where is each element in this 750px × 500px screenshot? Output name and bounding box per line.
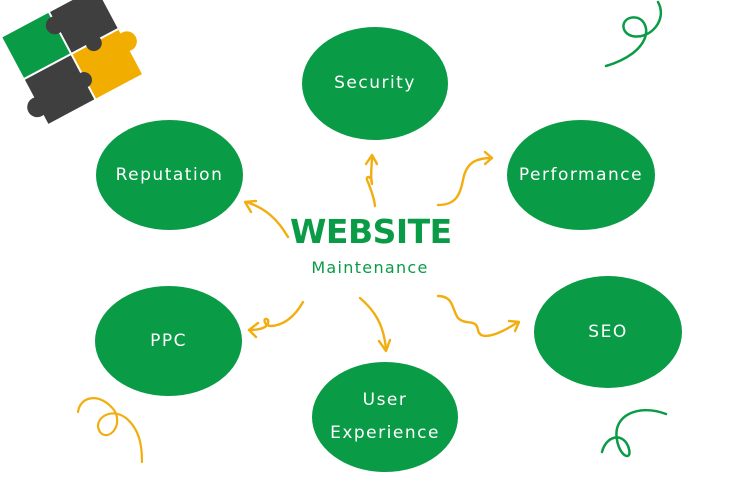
puzzle-knob <box>85 35 102 52</box>
puzzle-knob <box>75 72 92 89</box>
arrow-head <box>364 153 379 166</box>
center-subtitle: Maintenance <box>311 258 429 277</box>
arrow-to-user-experience <box>358 296 388 352</box>
node-seo[interactable]: SEO <box>534 276 682 388</box>
arrow-to-ppc <box>248 300 305 332</box>
puzzle-piece-dark-top <box>50 0 118 53</box>
arrow-head <box>243 199 258 214</box>
green-swirl-icon <box>604 0 663 68</box>
node-label: Reputation <box>115 164 224 185</box>
arrow-to-seo <box>436 294 520 338</box>
arrow-to-performance <box>436 156 494 207</box>
center-title: WEBSITE <box>290 212 452 251</box>
yellow-swirl-icon <box>76 397 144 464</box>
node-label-line-1: User <box>362 390 408 410</box>
node-ppc[interactable]: PPC <box>95 286 242 396</box>
node-label: Security <box>334 73 416 93</box>
node-user-experience[interactable]: User Experience <box>312 362 458 472</box>
node-performance[interactable]: Performance <box>507 120 655 230</box>
node-label: SEO <box>588 321 628 342</box>
node-security[interactable]: Security <box>302 27 448 140</box>
node-reputation[interactable]: Reputation <box>96 120 243 230</box>
puzzle-knob <box>116 31 137 52</box>
green-swirl-icon <box>600 409 668 458</box>
arrow-to-security <box>365 154 377 208</box>
node-label: PPC <box>150 330 187 351</box>
puzzle-pieces-icon <box>2 0 142 124</box>
arrow-head <box>507 319 521 333</box>
arrow-head <box>483 150 494 166</box>
arrow-head <box>377 338 392 353</box>
node-label: Performance <box>518 164 644 185</box>
puzzle-knob <box>45 16 64 35</box>
arrow-to-reputation <box>244 200 290 239</box>
puzzle-knob <box>27 97 48 118</box>
arrow-head <box>247 321 260 339</box>
node-label-line-2: Experience <box>330 423 440 443</box>
